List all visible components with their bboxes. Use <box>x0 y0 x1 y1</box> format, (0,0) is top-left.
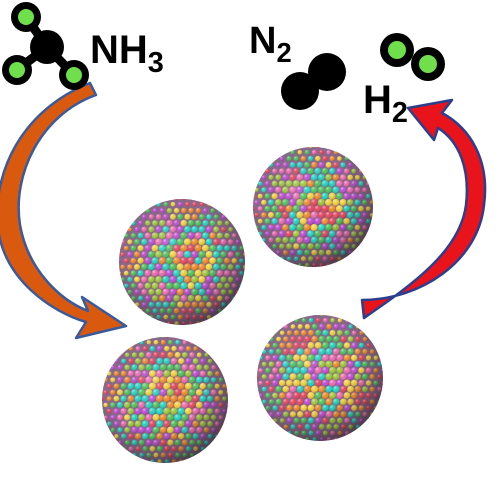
nitrogen-label: N2 <box>249 20 292 68</box>
right-reaction-arrow <box>360 98 487 320</box>
nanoparticle <box>102 337 228 463</box>
nanoparticle <box>257 315 383 441</box>
hydrogen-molecule-icon <box>380 33 445 81</box>
nitrogen-molecule-icon <box>281 53 346 110</box>
nanoparticle <box>119 199 245 325</box>
ammonia-label: NH3 <box>90 28 164 80</box>
ammonia-molecule-icon <box>2 2 89 90</box>
nanoparticle <box>253 147 373 267</box>
hydrogen-label: H2 <box>363 78 408 130</box>
left-reaction-arrow <box>0 81 128 340</box>
